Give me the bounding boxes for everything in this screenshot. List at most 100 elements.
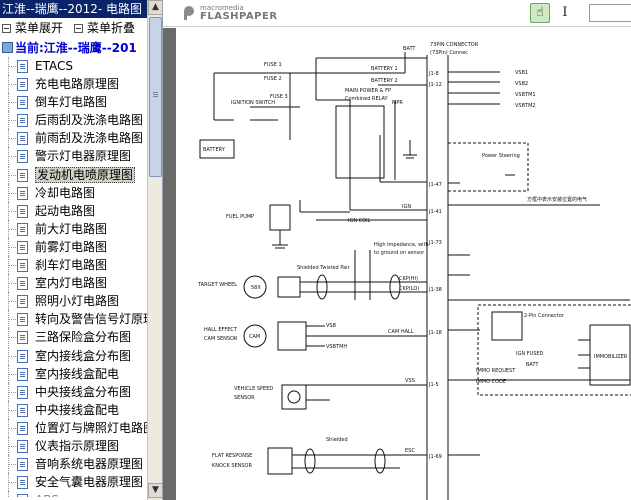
diagram-label: CKP(LO) <box>399 286 419 292</box>
tree-item[interactable]: 仪表指示原理图 <box>0 436 147 455</box>
tree-item[interactable]: 音响系统电器原理图 <box>0 455 147 474</box>
diagram-label: BATTERY <box>203 147 226 153</box>
document-page[interactable]: BATT 73PIN CONNECTOR (73Pin) Connec BATT… <box>176 28 631 500</box>
diagram-label: 58X <box>251 285 261 291</box>
scroll-down-button[interactable]: ▼ <box>148 483 162 498</box>
diagram-label: FUSE 3 <box>270 94 288 100</box>
diagram-label: Shielded <box>326 437 348 443</box>
diagram-label: SENSOR <box>234 395 255 401</box>
tree-item-label: 警示灯电器原理图 <box>35 149 132 164</box>
tree-item[interactable]: 前大灯电路图 <box>0 219 147 238</box>
diagram-label: FUEL PUMP <box>226 214 254 220</box>
diagram-label: VSBTM1 <box>515 92 536 98</box>
pin-label: J1-8 <box>428 71 439 77</box>
document-icon <box>17 403 28 417</box>
diagram-label: CAM SENSOR <box>204 336 238 342</box>
tree-connector-line <box>8 228 16 230</box>
tree-item[interactable]: 前雨刮及洗涤电路图 <box>0 129 147 148</box>
tree-item-label: 三路保险盒分布图 <box>35 330 132 345</box>
tree-root-node[interactable]: 当前:江淮--瑞鹰--201 <box>2 39 147 57</box>
tree-item[interactable]: 室内接线盒配电 <box>0 364 147 383</box>
tree-item-label: 前雾灯电路图 <box>35 239 108 254</box>
tree-item[interactable]: 警示灯电器原理图 <box>0 147 147 166</box>
tree-item[interactable]: 冷却电路图 <box>0 183 147 202</box>
tree-item[interactable]: 刹车灯电路图 <box>0 256 147 275</box>
document-icon <box>17 204 28 218</box>
diagram-label: IGN COIL <box>348 218 371 224</box>
tree-item[interactable]: 安全气囊电器原理图 <box>0 473 147 492</box>
tree-connector-line <box>8 427 16 429</box>
chevron-down-icon: ▼ <box>152 485 159 495</box>
tree-item[interactable]: 倒车灯电路图 <box>0 93 147 112</box>
tree-item-label: ABS <box>35 493 59 497</box>
document-icon <box>17 222 28 236</box>
menu-collapse-button[interactable]: 菜单折叠 <box>74 19 135 37</box>
diagram-label: VSB <box>326 323 337 329</box>
scrollbar-thumb[interactable] <box>149 17 162 177</box>
diagram-label: IMMO CODE <box>476 379 506 385</box>
tree-item[interactable]: 中央接线盒配电 <box>0 400 147 419</box>
tree-item-label: 室内接线盒配电 <box>35 366 120 381</box>
tree-connector-line <box>8 373 16 375</box>
tree-item[interactable]: 前雾灯电路图 <box>0 237 147 256</box>
document-icon <box>17 385 28 399</box>
hand-tool-button[interactable]: ☝ <box>530 3 550 23</box>
tree-connector-line <box>8 355 16 357</box>
tree-connector-line <box>8 246 16 248</box>
folder-icon <box>2 42 13 53</box>
diagram-label: MAIN POWER & FP <box>345 88 391 94</box>
tree-item[interactable]: 发动机电喷原理图 <box>0 165 147 184</box>
tree-connector-line <box>8 319 16 321</box>
pin-label: J1-73 <box>428 240 442 246</box>
tree-item-label: 起动电路图 <box>35 203 96 218</box>
diagram-label: BATT <box>526 362 539 368</box>
tree-item[interactable]: 室内灯电路图 <box>0 274 147 293</box>
text-select-tool-button[interactable]: I <box>559 4 571 22</box>
tree-item[interactable]: 照明小灯电路图 <box>0 292 147 311</box>
diagram-label: IMMOBILIZER <box>594 354 628 360</box>
tree-scrollbar[interactable]: ▲ ▼ <box>147 0 162 500</box>
tree-connector-line <box>8 265 16 267</box>
tree-connector-line <box>8 102 16 104</box>
menu-expand-button[interactable]: 菜单展开 <box>2 19 63 37</box>
diagram-label: BATT <box>403 46 416 52</box>
diagram-label: ESC <box>405 448 415 454</box>
tree-item[interactable]: 室内接线盒分布图 <box>0 346 147 365</box>
diagram-label: KNOCK SENSOR <box>212 463 252 469</box>
diagram-label: HALL EFFECT <box>204 327 238 333</box>
collapse-icon <box>74 24 83 33</box>
document-icon <box>17 277 28 291</box>
viewer-toolbar: macromedia FLASHPAPER ☝ I <box>163 0 631 27</box>
tree-item[interactable]: ETACS <box>0 57 147 75</box>
tree-connector-line <box>8 464 16 466</box>
hand-icon: ☝ <box>536 5 544 20</box>
document-icon <box>17 439 28 453</box>
zoom-input[interactable] <box>589 4 631 22</box>
diagram-label: VEHICLE SPEED <box>234 386 273 392</box>
tree-item[interactable]: 充电电路原理图 <box>0 75 147 94</box>
tree-item-label: 发动机电喷原理图 <box>35 166 136 183</box>
tree-item[interactable]: ABS <box>0 491 147 497</box>
tree-item[interactable]: 中央接线盒分布图 <box>0 382 147 401</box>
diagram-label: FUSE 2 <box>264 76 282 82</box>
tree-item-label: ETACS <box>35 59 73 73</box>
tree-item[interactable]: 位置灯与牌照灯电路图 <box>0 418 147 437</box>
tree-connector-line <box>8 409 16 411</box>
scroll-up-button[interactable]: ▲ <box>148 0 162 15</box>
diagram-label: IGNITION SWITCH <box>231 100 275 106</box>
tree-item[interactable]: 转向及警告信号灯原理 <box>0 310 147 329</box>
tree-item[interactable]: 三路保险盒分布图 <box>0 328 147 347</box>
tree-item-label: 冷却电路图 <box>35 185 96 200</box>
tree-item-label: 前雨刮及洗涤电路图 <box>35 131 144 146</box>
tree-item[interactable]: 起动电路图 <box>0 201 147 220</box>
logo-product-text: FLASHPAPER <box>200 11 278 22</box>
tree-item-label: 音响系统电器原理图 <box>35 457 144 472</box>
diagram-label: IMMO REQUEST <box>476 368 516 374</box>
document-icon <box>17 150 28 164</box>
expand-icon <box>2 24 11 33</box>
macromedia-logo-icon <box>184 6 194 20</box>
diagram-label: IGN FUSED <box>516 351 544 357</box>
tree-connector-line <box>8 192 16 194</box>
tree-item[interactable]: 后雨刮及洗涤电路图 <box>0 111 147 130</box>
